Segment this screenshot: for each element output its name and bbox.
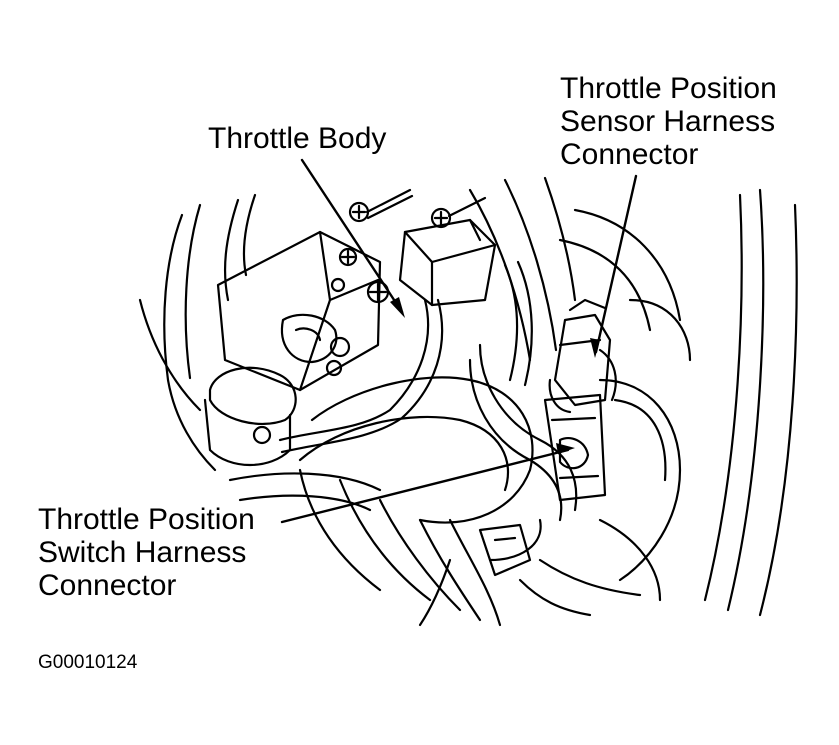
leader-lines: [280, 158, 638, 524]
label-line-3: Connector: [38, 569, 177, 602]
label-throttle-body: Throttle Body: [208, 122, 386, 155]
label-line-2: Switch Harness: [38, 536, 247, 569]
label-line-3: Connector: [560, 138, 699, 171]
throttle-bore: [298, 376, 534, 627]
label-line-1: Throttle Position: [38, 503, 255, 536]
left-hoses: [138, 193, 257, 472]
intake-hose: [468, 176, 682, 362]
arrowhead-sensor-connector: [590, 338, 600, 358]
label-line-1: Throttle Position: [560, 72, 777, 105]
arrowheads: [390, 297, 600, 454]
label-line-2: Sensor Harness: [560, 105, 776, 138]
figure-id: G00010124: [38, 652, 138, 673]
lower-hoses: [228, 472, 662, 627]
sensor-box: [398, 218, 497, 307]
right-structure: [598, 188, 798, 617]
sensor-harness-connector: [543, 298, 617, 502]
label-throttle-body-text: Throttle Body: [208, 122, 387, 155]
screw-icons: [252, 188, 487, 445]
arrowhead-throttle-body: [390, 297, 405, 318]
label-switch-harness-connector: Throttle Position Switch Harness Connect…: [38, 503, 255, 602]
arrowhead-switch-connector: [556, 443, 575, 454]
label-sensor-harness-connector: Throttle Position Sensor Harness Connect…: [560, 72, 777, 171]
